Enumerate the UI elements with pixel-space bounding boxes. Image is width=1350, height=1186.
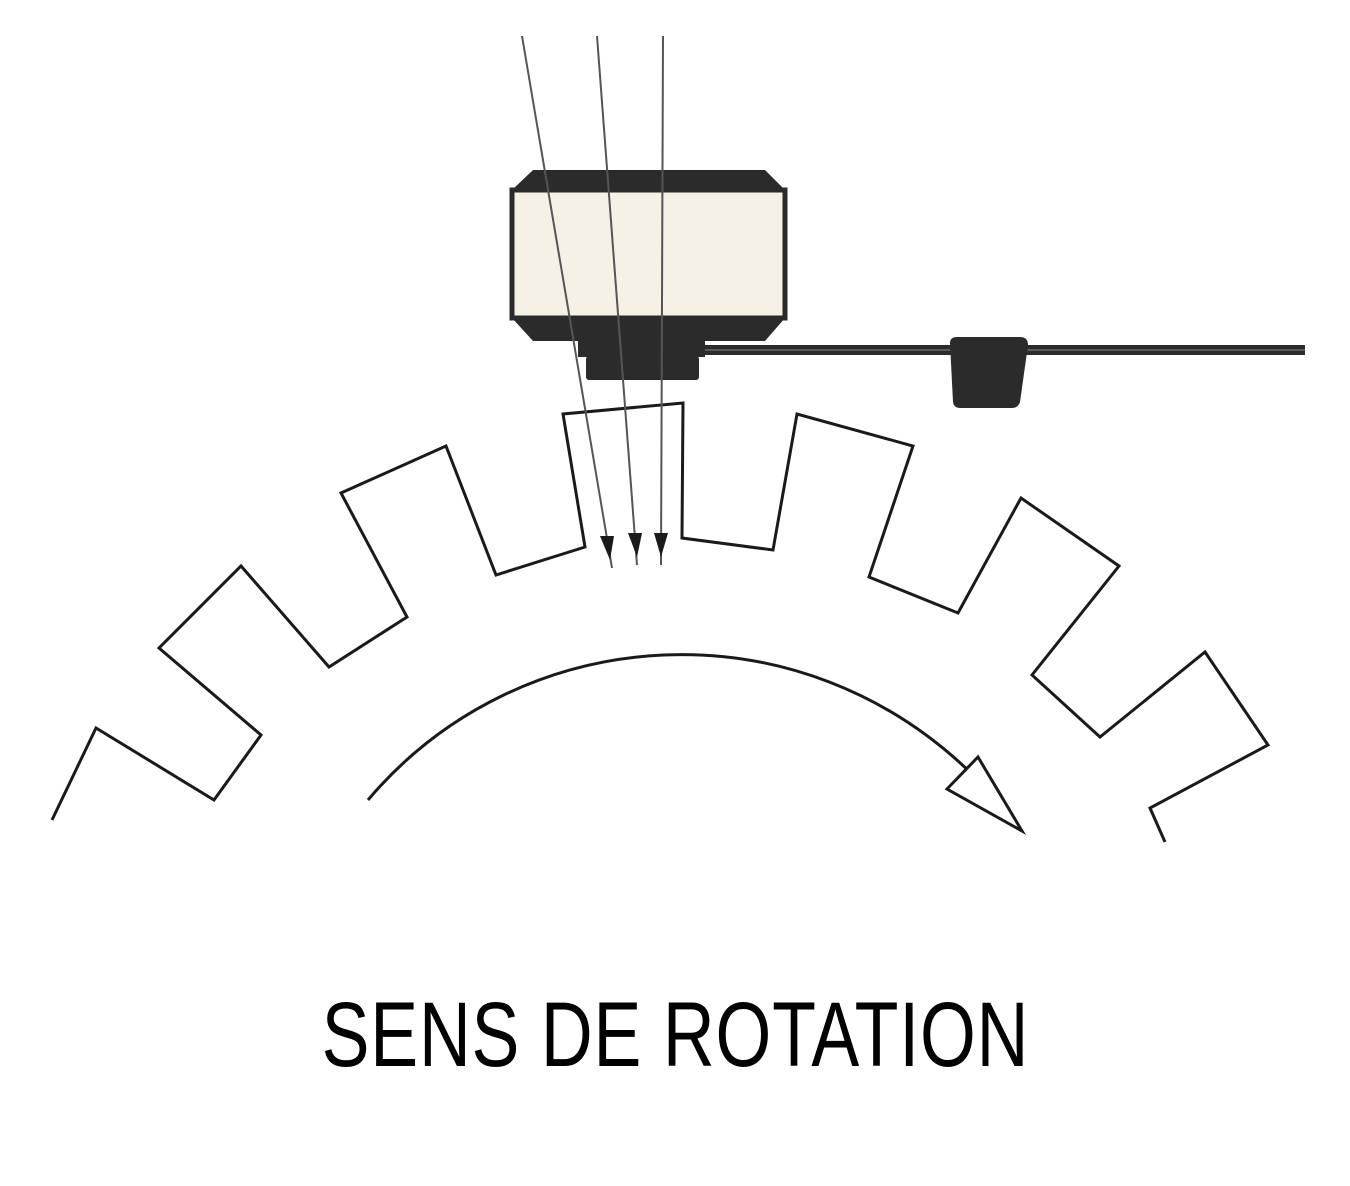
sensor-face — [509, 187, 788, 321]
toothed-wheel — [50, 401, 1271, 843]
beam-line — [521, 35, 613, 569]
sensor-bottom-band — [512, 318, 785, 341]
sensor-tip — [586, 356, 699, 380]
beam-line — [596, 35, 638, 566]
beam-arrowhead — [600, 536, 614, 560]
cable-clip — [950, 337, 1028, 408]
rotation-arrow-icon — [366, 653, 980, 801]
sensor-lower-plate — [578, 339, 705, 357]
diagram-caption: SENS DE ROTATION — [321, 984, 1030, 1086]
beam-arrowhead — [654, 533, 668, 557]
beam-line — [660, 35, 664, 566]
beam-arrowhead — [628, 533, 642, 557]
rotation-arrowhead — [944, 754, 1027, 836]
sensor-top-cap — [512, 170, 785, 190]
